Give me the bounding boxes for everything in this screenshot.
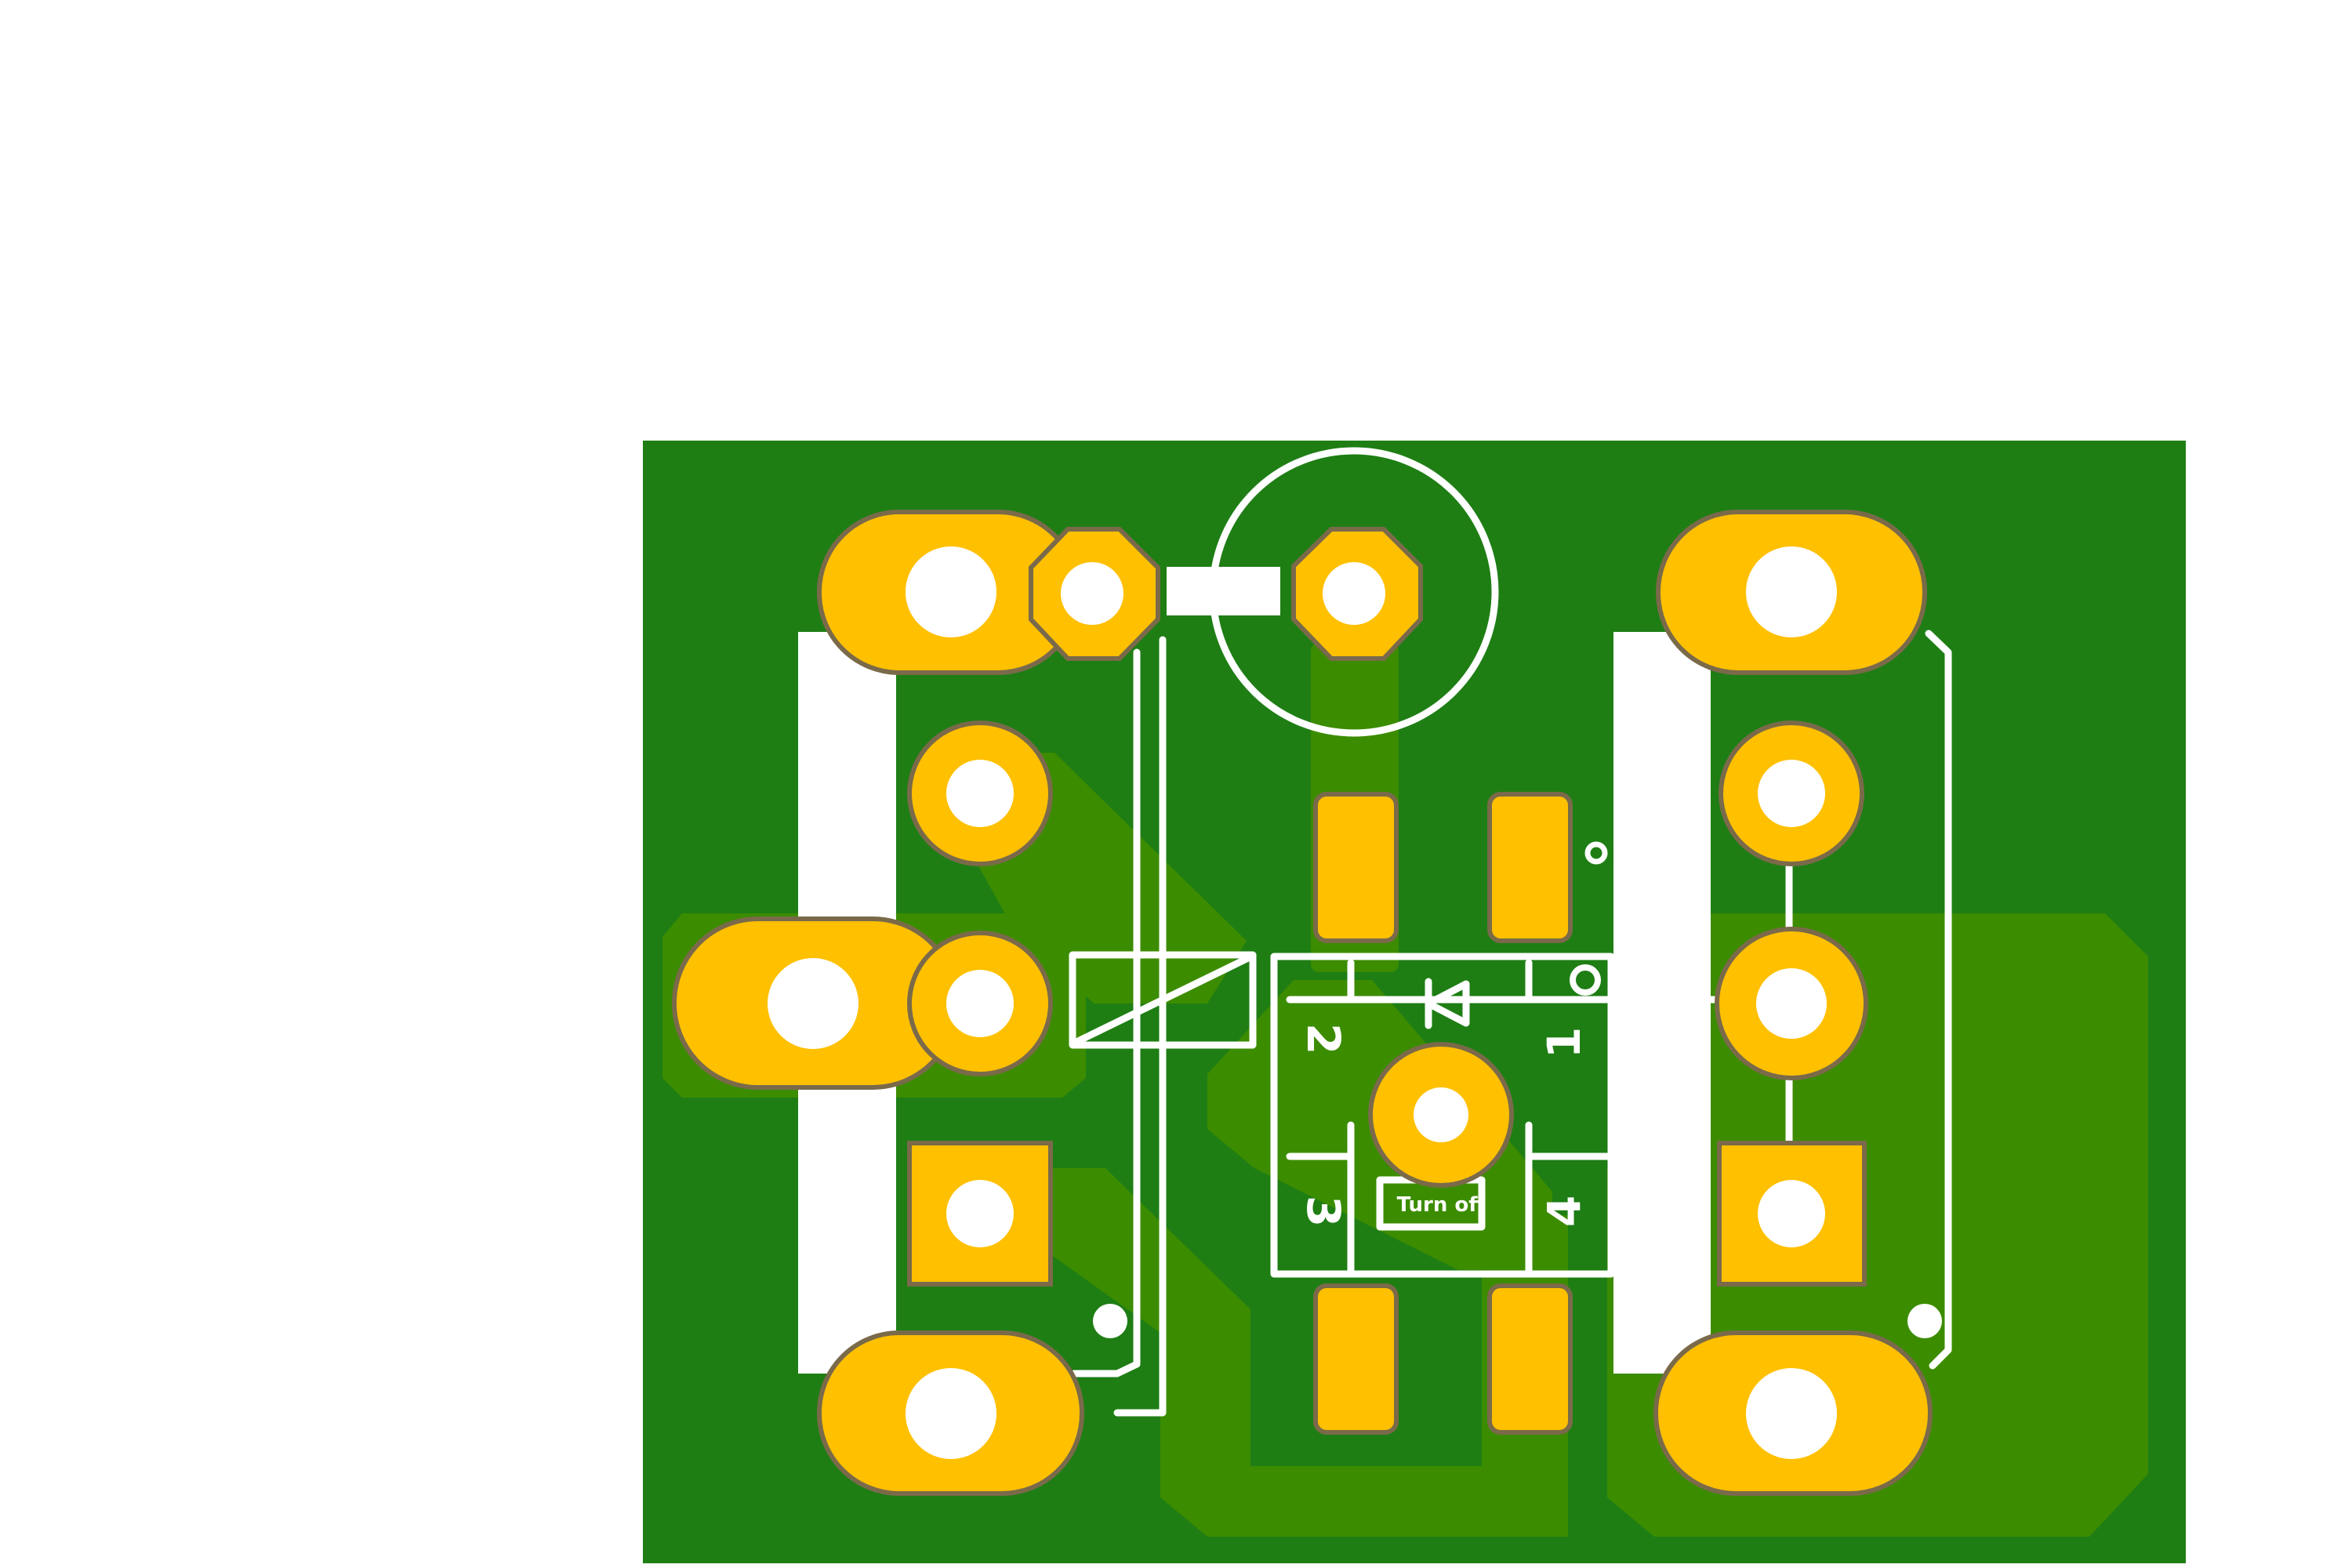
hole-top-center-octagon — [1323, 562, 1385, 625]
hole-right-square — [1758, 1180, 1825, 1247]
silk-component-outline — [1270, 953, 1615, 1278]
pad-smd-bottom-right — [1487, 1283, 1573, 1435]
hole-center-switch — [1414, 1087, 1468, 1142]
hole-right-round-1 — [1758, 760, 1825, 827]
silk-top-bar — [1167, 567, 1280, 615]
silk-pin-2-label: 2 — [1297, 1023, 1350, 1054]
hole-top-left-oval — [906, 546, 996, 637]
hole-left-big-oval — [768, 958, 858, 1049]
silk-right-wire — [1925, 630, 1952, 1370]
silk-pin-3-label: 3 — [1297, 1196, 1350, 1227]
silk-relay-diagonal — [1074, 954, 1252, 1045]
silk-pin1-dot — [1584, 841, 1608, 865]
hole-right-round-2 — [1756, 968, 1827, 1039]
silk-pin-marker-circle — [1570, 964, 1601, 996]
hole-bottom-left-oval — [906, 1368, 996, 1459]
silk-wire-b — [1113, 636, 1167, 1417]
silk-wire-a — [1070, 648, 1141, 1377]
pad-layer — [672, 510, 1942, 1496]
via-right-small — [1907, 1304, 1942, 1338]
hole-left-round-2 — [946, 970, 1014, 1037]
pad-smd-bottom-left — [1313, 1283, 1399, 1435]
silk-capacitor-circle — [1209, 447, 1499, 737]
silk-switch-label: Turn off — [1397, 1193, 1486, 1217]
hole-left-round-1 — [946, 760, 1014, 827]
pad-smd-top-left — [1313, 792, 1399, 943]
silk-diode-triangle — [1425, 980, 1470, 1027]
hole-bottom-right-oval — [1746, 1368, 1837, 1459]
hole-left-square — [946, 1180, 1014, 1247]
via-left-small — [1093, 1304, 1127, 1338]
silk-pin-1-label: 1 — [1537, 1027, 1591, 1058]
pad-smd-top-right — [1487, 792, 1573, 943]
silk-relay-box — [1069, 951, 1257, 1049]
hole-top-left-octagon — [1061, 562, 1123, 625]
silk-pin-4-label: 4 — [1537, 1196, 1591, 1227]
hole-top-right-oval — [1746, 546, 1837, 637]
copper-pour-bottom — [1051, 1168, 1568, 1537]
